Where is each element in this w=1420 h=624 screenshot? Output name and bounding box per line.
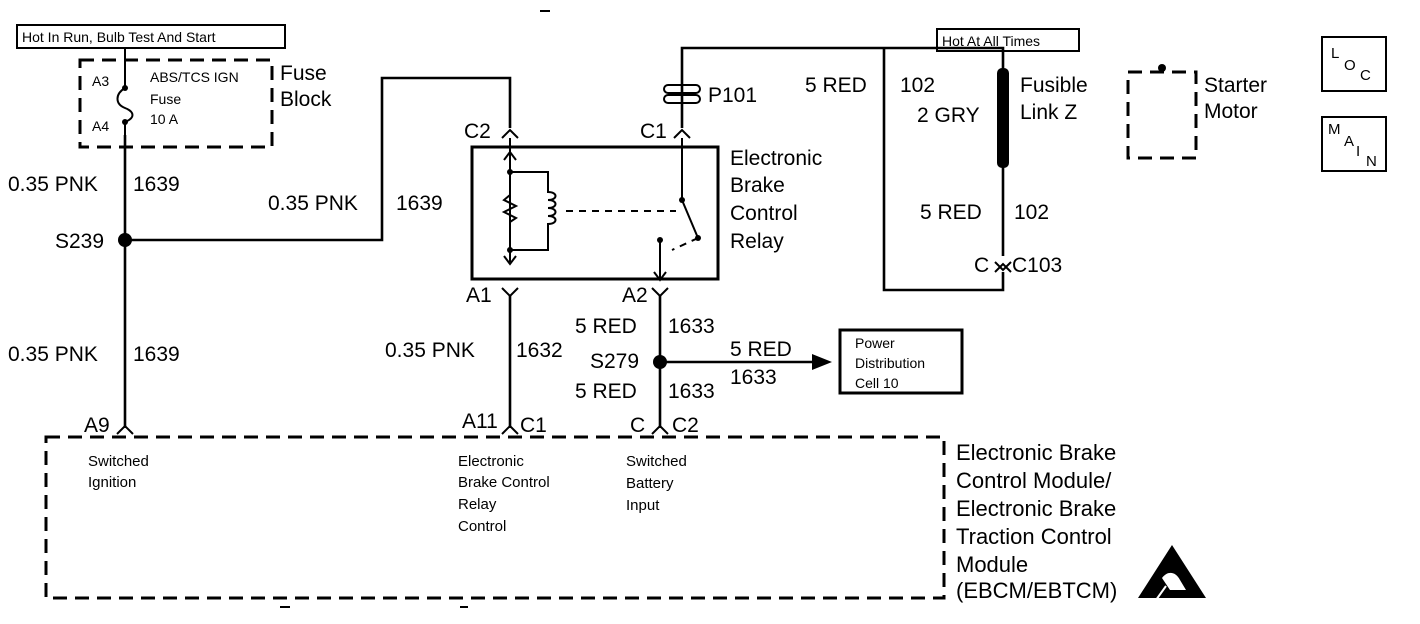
- svg-text:A: A: [1344, 133, 1354, 150]
- svg-text:1633: 1633: [730, 366, 777, 389]
- svg-text:5 RED: 5 RED: [805, 74, 867, 97]
- svg-text:Fuse: Fuse: [150, 91, 181, 107]
- svg-text:O: O: [1344, 57, 1356, 74]
- svg-text:Relay: Relay: [458, 496, 497, 513]
- svg-text:Motor: Motor: [1204, 100, 1258, 123]
- svg-text:Starter: Starter: [1204, 74, 1267, 97]
- hot-at-all-times-label: Hot At All Times: [936, 28, 1080, 52]
- svg-text:Electronic Brake: Electronic Brake: [956, 440, 1116, 465]
- svg-text:1639: 1639: [396, 192, 443, 215]
- svg-text:ABS/TCS IGN: ABS/TCS IGN: [150, 69, 239, 85]
- svg-text:A11: A11: [462, 410, 498, 433]
- svg-text:Switched: Switched: [88, 453, 149, 470]
- svg-text:Battery: Battery: [626, 475, 674, 492]
- svg-text:Module: Module: [956, 552, 1028, 577]
- wire-102-to-p101: [882, 48, 1005, 292]
- svg-text:C2: C2: [672, 414, 699, 437]
- svg-text:Control: Control: [458, 518, 506, 535]
- esd-warning-icon: [1138, 545, 1206, 601]
- svg-text:Traction Control: Traction Control: [956, 524, 1112, 549]
- svg-text:Power: Power: [855, 335, 895, 351]
- svg-text:Switched: Switched: [626, 453, 687, 470]
- svg-text:Cell 10: Cell 10: [855, 375, 899, 391]
- svg-text:Link Z: Link Z: [1020, 101, 1077, 124]
- svg-text:10 A: 10 A: [150, 111, 179, 127]
- svg-text:1632: 1632: [516, 339, 563, 362]
- wire-1639-to-relay: [125, 76, 512, 242]
- svg-text:C: C: [630, 414, 645, 437]
- svg-text:C103: C103: [1012, 254, 1062, 277]
- svg-text:C1: C1: [640, 120, 667, 143]
- main-badge[interactable]: M A I N: [1321, 116, 1387, 172]
- svg-text:Control: Control: [730, 202, 798, 225]
- svg-text:0.35 PNK: 0.35 PNK: [385, 339, 475, 362]
- svg-text:Brake: Brake: [730, 174, 785, 197]
- svg-text:102: 102: [900, 74, 935, 97]
- svg-text:N: N: [1366, 153, 1377, 170]
- svg-text:A4: A4: [92, 118, 109, 134]
- wire-c1-top: [680, 46, 1005, 128]
- svg-text:Electronic: Electronic: [730, 147, 822, 170]
- svg-text:S239: S239: [55, 230, 104, 253]
- svg-text:C1: C1: [520, 414, 547, 437]
- svg-text:Ignition: Ignition: [88, 474, 136, 491]
- svg-text:Input: Input: [626, 497, 660, 514]
- hot-in-run-label: Hot In Run, Bulb Test And Start: [16, 24, 286, 49]
- fuse-symbol: [116, 48, 134, 135]
- svg-text:0.35 PNK: 0.35 PNK: [8, 343, 98, 366]
- starter-motor: Starter Motor: [1126, 64, 1267, 160]
- svg-text:Electronic Brake: Electronic Brake: [956, 496, 1116, 521]
- svg-text:L: L: [1331, 45, 1339, 62]
- electronic-brake-control-relay: [470, 138, 720, 282]
- svg-text:2 GRY: 2 GRY: [917, 104, 980, 127]
- svg-text:I: I: [1356, 143, 1360, 160]
- connector-p101: P101: [663, 84, 757, 107]
- fusible-link-z: [997, 68, 1009, 168]
- svg-text:1639: 1639: [133, 343, 180, 366]
- svg-text:0.35 PNK: 0.35 PNK: [268, 192, 358, 215]
- svg-text:A1: A1: [466, 284, 492, 307]
- svg-text:Block: Block: [280, 88, 332, 111]
- svg-text:Fusible: Fusible: [1020, 74, 1088, 97]
- svg-text:M: M: [1328, 121, 1341, 138]
- svg-text:(EBCM/EBTCM): (EBCM/EBTCM): [956, 578, 1117, 603]
- svg-text:1633: 1633: [668, 380, 715, 403]
- svg-text:5 RED: 5 RED: [730, 338, 792, 361]
- svg-text:Control Module/: Control Module/: [956, 468, 1112, 493]
- fuse-block: A3 A4 ABS/TCS IGN Fuse 10 A Fuse Block: [78, 58, 332, 149]
- svg-text:102: 102: [1014, 201, 1049, 224]
- svg-text:5 RED: 5 RED: [575, 315, 637, 338]
- svg-text:0.35 PNK: 0.35 PNK: [8, 173, 98, 196]
- ebcm-module: Switched Ignition Electronic Brake Contr…: [44, 435, 946, 600]
- loc-badge[interactable]: L O C: [1321, 36, 1387, 92]
- svg-text:5 RED: 5 RED: [920, 201, 982, 224]
- svg-text:A3: A3: [92, 73, 109, 89]
- svg-text:Relay: Relay: [730, 230, 784, 253]
- svg-text:Distribution: Distribution: [855, 355, 925, 371]
- svg-text:A2: A2: [622, 284, 648, 307]
- svg-text:C2: C2: [464, 120, 491, 143]
- svg-text:Fuse: Fuse: [280, 62, 327, 85]
- power-distribution-cell-10[interactable]: Power Distribution Cell 10: [838, 328, 964, 395]
- svg-text:1639: 1639: [133, 173, 180, 196]
- svg-text:1633: 1633: [668, 315, 715, 338]
- svg-text:Hot In Run, Bulb Test And Star: Hot In Run, Bulb Test And Start: [22, 29, 216, 45]
- svg-text:A9: A9: [84, 414, 110, 437]
- svg-text:Hot At All Times: Hot At All Times: [942, 33, 1040, 49]
- svg-text:C: C: [974, 254, 989, 277]
- svg-text:5 RED: 5 RED: [575, 380, 637, 403]
- svg-text:S279: S279: [590, 350, 639, 373]
- svg-text:P101: P101: [708, 84, 757, 107]
- svg-text:Electronic: Electronic: [458, 453, 524, 470]
- svg-text:Brake Control: Brake Control: [458, 474, 550, 491]
- svg-text:C: C: [1360, 67, 1371, 84]
